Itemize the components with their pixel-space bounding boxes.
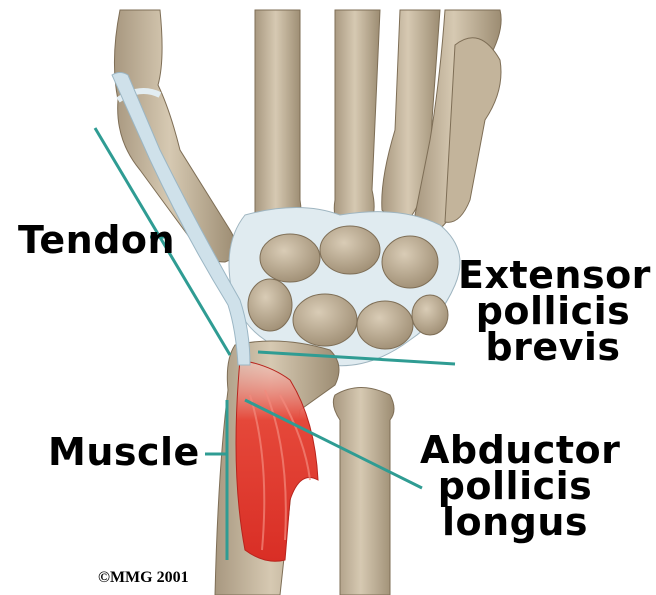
muscle-label: Muscle xyxy=(48,434,200,470)
extensor-pollicis-brevis-label: Extensor pollicis brevis xyxy=(458,257,648,365)
abductor-line-2: pollicis xyxy=(420,468,610,504)
abductor-line-1: Abductor xyxy=(420,432,610,468)
tendon-label: Tendon xyxy=(18,222,175,258)
copyright-notice: ©MMG 2001 xyxy=(98,569,189,587)
extensor-line-1: Extensor xyxy=(458,257,648,293)
abductor-pollicis-longus-label: Abductor pollicis longus xyxy=(420,432,610,540)
extensor-line-3: brevis xyxy=(458,329,648,365)
abductor-line-3: longus xyxy=(420,504,610,540)
extensor-line-2: pollicis xyxy=(458,293,648,329)
